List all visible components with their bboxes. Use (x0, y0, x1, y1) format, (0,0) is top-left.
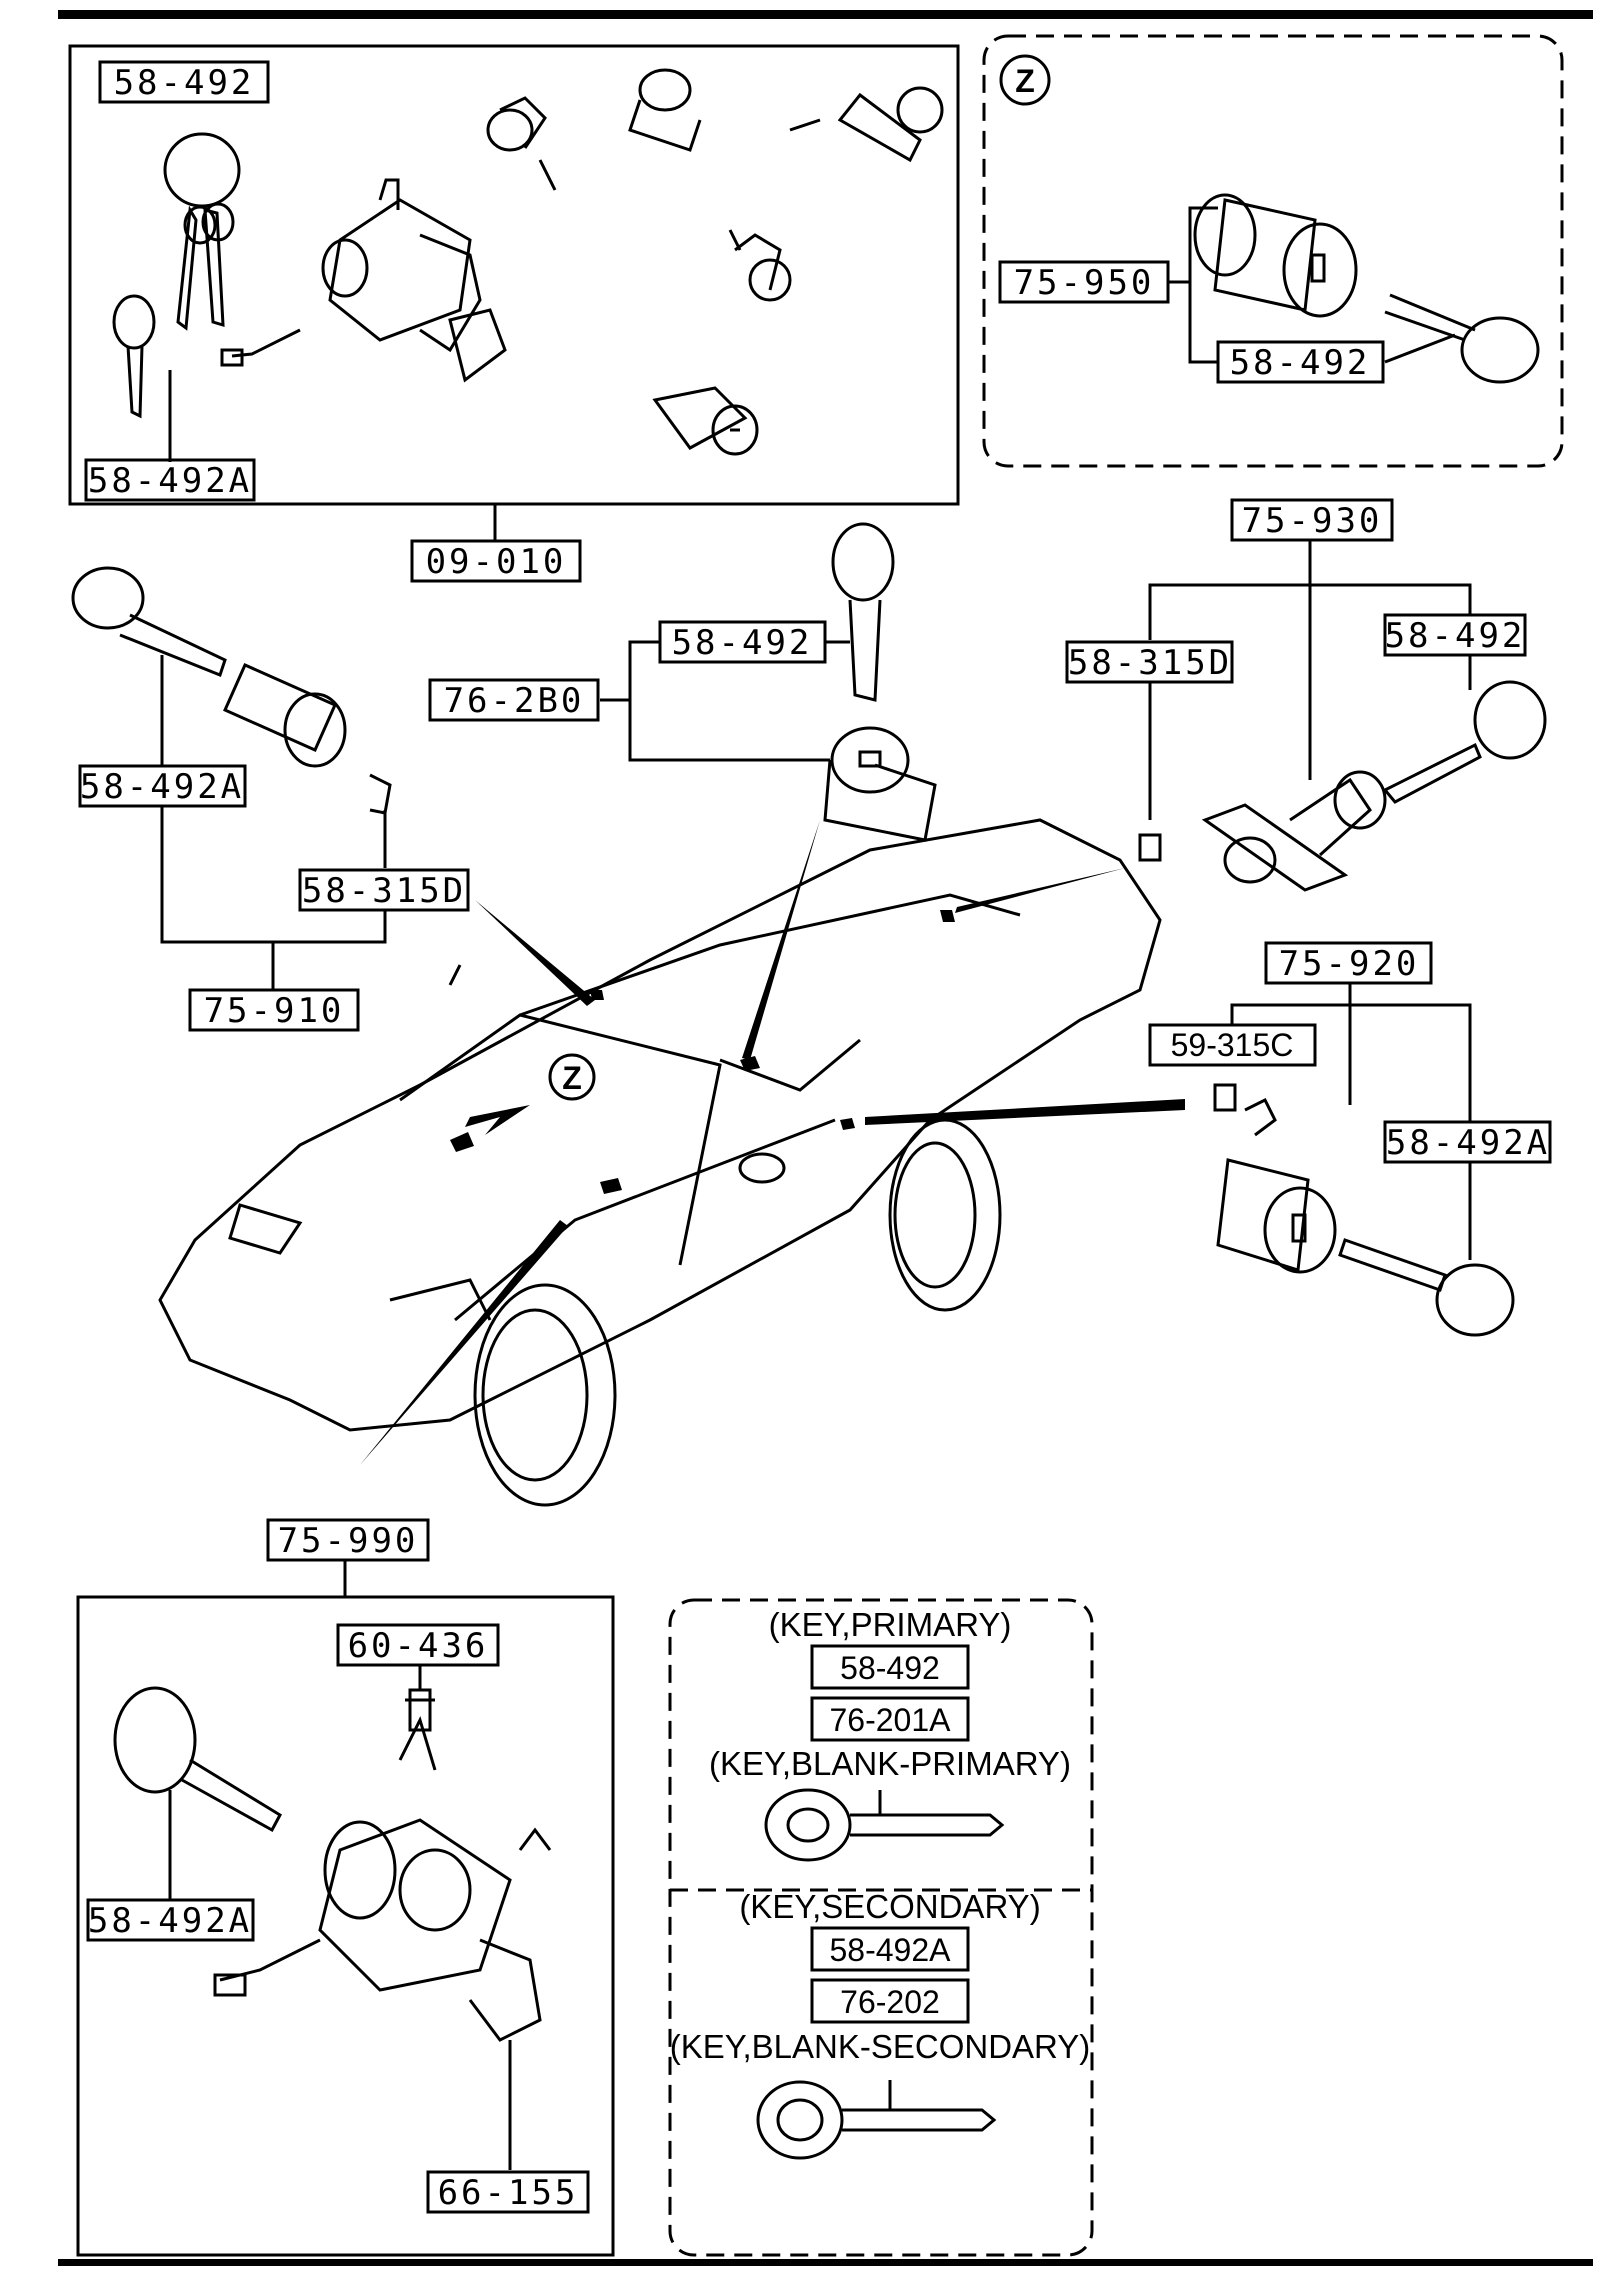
label-58-492-right: 58-492 (1385, 616, 1526, 656)
ignition-switch-icon (220, 178, 507, 383)
label-75-910: 75-910 (204, 991, 345, 1031)
label-66-155: 66-155 (438, 2173, 579, 2213)
door-lock-small-icon (628, 68, 702, 152)
trunk-lock-small-icon (728, 229, 792, 302)
label-box-58-315d-left (298, 868, 470, 912)
key-icon-center (831, 522, 895, 702)
label-58-492-top: 58-492 (114, 63, 255, 103)
label-09-010: 09-010 (426, 542, 567, 582)
z-marker-circle (999, 54, 1051, 106)
label-box-58-492a-left (78, 764, 247, 808)
legend-secondary-blank-part: 76-202 (840, 1984, 940, 2020)
legend-box-58-492a (810, 1926, 970, 1972)
label-box-58-492a-right (1383, 1120, 1552, 1164)
label-box-59-315c (1148, 1023, 1317, 1067)
clip-icon-right-upper (1138, 833, 1162, 862)
label-59-315c: 59-315C (1171, 1027, 1294, 1063)
label-75-990: 75-990 (278, 1521, 419, 1561)
label-75-930: 75-930 (1242, 501, 1383, 541)
label-58-492-center: 58-492 (672, 623, 813, 663)
door-cylinder-icon-right-lower (1216, 1097, 1337, 1274)
label-60-436: 60-436 (348, 1626, 489, 1666)
label-58-492a-steering: 58-492A (88, 1901, 252, 1941)
door-lock-plate-icon (789, 86, 944, 163)
label-box-58-492a-steering (86, 1898, 255, 1942)
label-box-09-010 (410, 539, 582, 583)
z-detail-box (982, 34, 1564, 468)
legend-box-58-492 (810, 1644, 970, 1690)
clip-icon-right-lower (1213, 1083, 1237, 1112)
label-58-492a-left: 58-492A (80, 767, 244, 807)
secondary-key-blank-icon (756, 2080, 997, 2160)
z-marker-detail: Z (1015, 63, 1035, 99)
key-icon-right-lower (1338, 1238, 1515, 1337)
label-58-315d-right: 58-315D (1068, 643, 1232, 683)
label-75-950: 75-950 (1014, 263, 1155, 303)
label-box-58-492-top (98, 60, 270, 104)
switch-cylinder-icon (486, 96, 557, 191)
key-icon-left (71, 566, 227, 677)
key-icon-steering (113, 1686, 282, 1900)
key-ring-icon (163, 132, 241, 331)
top-rule (58, 10, 1593, 19)
label-box-76-2b0 (428, 678, 600, 722)
car-z-marker-circle (548, 1053, 596, 1101)
car-illustration (158, 818, 1162, 1507)
door-lock-plate-icon-right (1201, 770, 1387, 892)
legend-secondary-part: 58-492A (830, 1932, 952, 1968)
label-75-920: 75-920 (1279, 944, 1420, 984)
label-76-2b0: 76-2B0 (444, 681, 585, 721)
label-box-58-492a-top (84, 458, 256, 502)
bolt-icon (405, 1688, 435, 1732)
label-box-75-990 (266, 1518, 430, 1562)
label-58-315d-left: 58-315D (302, 871, 466, 911)
key-legend-box (668, 1598, 1094, 2257)
legend-secondary-caption: (KEY,SECONDARY) (739, 1888, 1040, 1925)
ignition-set-box (68, 44, 960, 506)
primary-key-blank-icon (764, 1788, 1005, 1862)
label-box-66-155 (426, 2170, 590, 2214)
label-box-58-492-center (658, 620, 827, 664)
label-box-75-910 (188, 988, 360, 1032)
bottom-rule (58, 2259, 1593, 2266)
trunk-cylinder-icon-center (823, 726, 937, 842)
door-cylinder-icon-left (223, 663, 392, 815)
legend-primary-part: 58-492 (840, 1650, 940, 1686)
steering-lock-assembly-icon (213, 1715, 552, 2042)
label-box-75-950 (998, 260, 1170, 304)
legend-secondary-blank-caption: (KEY,BLANK-SECONDARY) (670, 2028, 1091, 2065)
key-icon (112, 294, 172, 462)
legend-box-76-201a (810, 1696, 970, 1742)
glove-lock-small-icon (652, 386, 759, 456)
legend-box-76-202 (810, 1978, 970, 2024)
label-58-492a-top: 58-492A (88, 461, 252, 501)
label-58-492-z: 58-492 (1230, 343, 1371, 383)
legend-primary-blank-part: 76-201A (830, 1702, 952, 1738)
steering-lock-box (76, 1595, 615, 2257)
label-box-60-436 (336, 1623, 500, 1667)
label-box-75-930 (1230, 498, 1394, 542)
car-z-marker: Z (562, 1060, 582, 1096)
legend-primary-caption: (KEY,PRIMARY) (769, 1606, 1012, 1643)
legend-primary-blank-caption: (KEY,BLANK-PRIMARY) (709, 1745, 1071, 1782)
label-box-58-492-right (1383, 613, 1527, 657)
label-box-58-492-z (1216, 340, 1385, 384)
lock-cylinder-icon (1193, 193, 1358, 318)
key-icon-z (1384, 293, 1540, 384)
key-icon-right-upper (1382, 680, 1547, 804)
label-58-492a-right: 58-492A (1386, 1123, 1550, 1163)
